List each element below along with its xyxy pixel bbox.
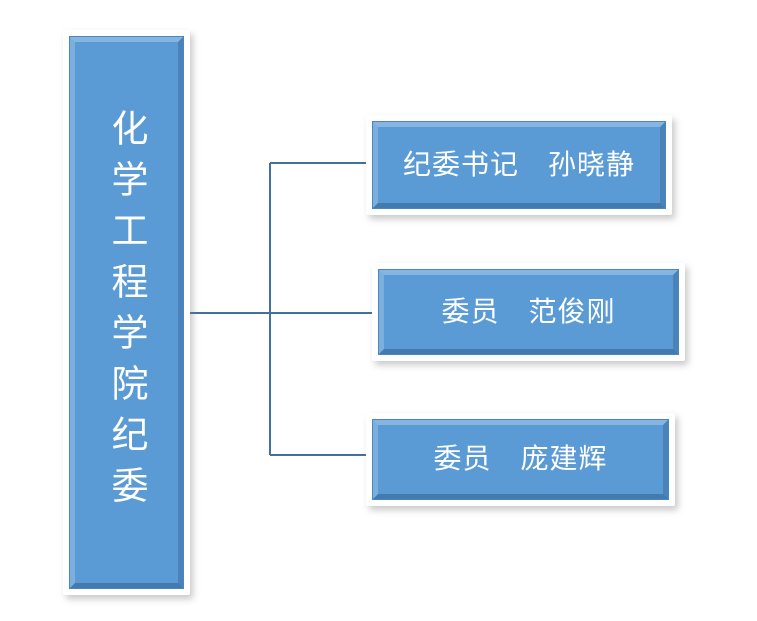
org-node-secretary-body: 纪委书记 孙晓静 xyxy=(372,121,666,209)
org-node-member-2-body: 委员 庞建辉 xyxy=(372,419,669,500)
org-node-secretary-label: 纪委书记 孙晓静 xyxy=(402,147,635,181)
org-node-secretary[interactable]: 纪委书记 孙晓静 xyxy=(366,115,672,215)
org-node-member-2[interactable]: 委员 庞建辉 xyxy=(366,413,675,506)
org-node-root-label: 化学工程学院纪委 xyxy=(105,108,148,517)
org-node-member-1-body: 委员 范俊刚 xyxy=(378,269,679,355)
org-node-member-1[interactable]: 委员 范俊刚 xyxy=(372,263,685,361)
org-node-root[interactable]: 化学工程学院纪委 xyxy=(63,30,190,595)
org-node-root-body: 化学工程学院纪委 xyxy=(69,36,184,589)
org-node-member-2-label: 委员 庞建辉 xyxy=(433,442,608,476)
org-node-member-1-label: 委员 范俊刚 xyxy=(441,294,616,328)
